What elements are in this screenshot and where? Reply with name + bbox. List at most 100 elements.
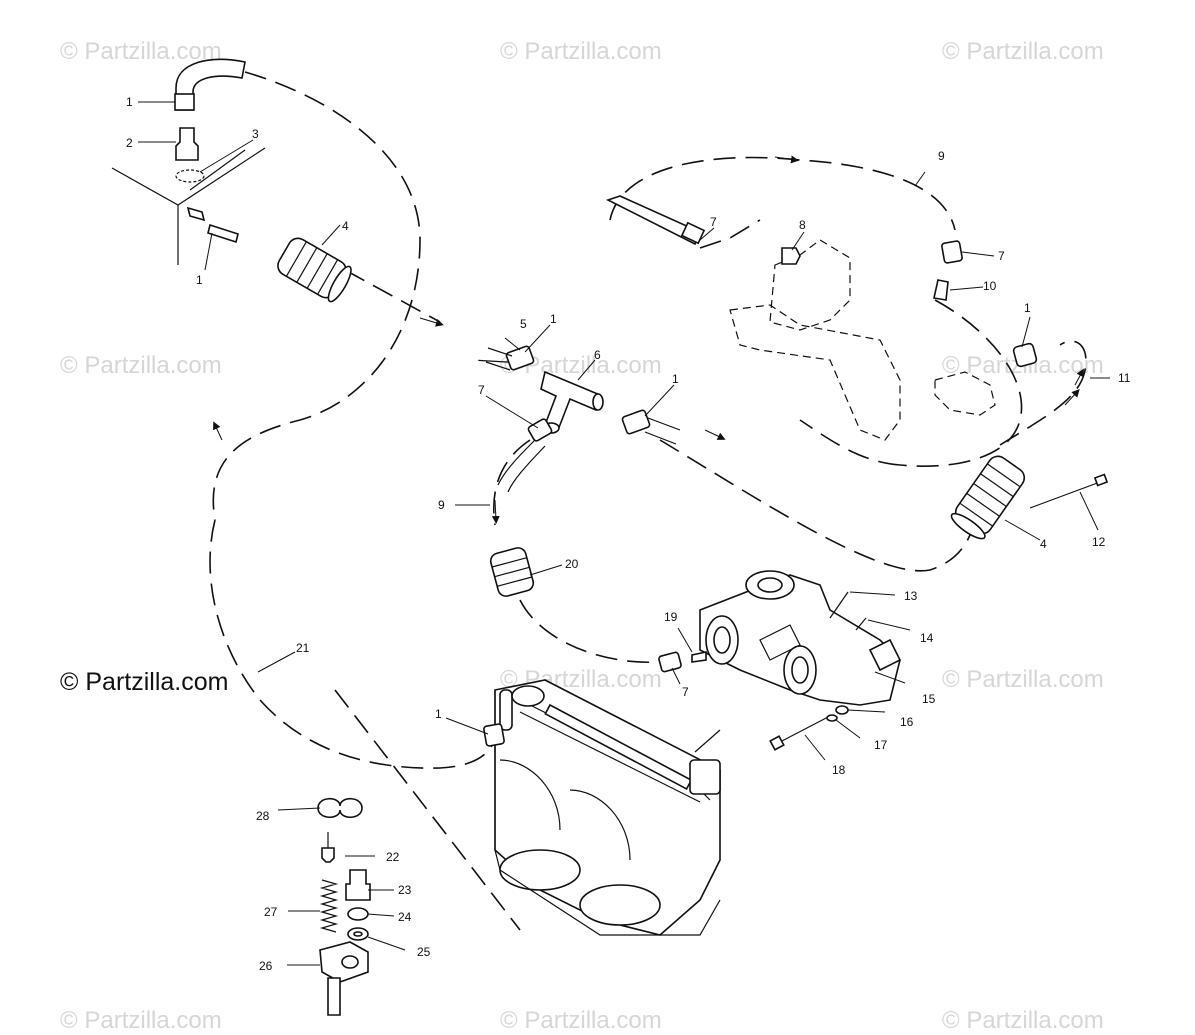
hose-route-manifold-loop: [899, 299, 1023, 467]
washer-25-hole: [353, 931, 363, 937]
callout-21: 21: [296, 641, 310, 655]
tank-outline: [111, 147, 266, 265]
gasket-28: [317, 797, 363, 819]
cylinder-block: [494, 679, 721, 936]
main-watermark: © Partzilla.com: [60, 668, 229, 696]
flow-arrow: [213, 421, 223, 441]
hose-clamp: [527, 418, 553, 442]
callout-22: 22: [386, 850, 400, 864]
bellows-hose: [277, 237, 352, 303]
hose-route-to-4-right: [659, 439, 976, 572]
watermark: © Partzilla.com: [500, 38, 662, 65]
callout-26: 26: [259, 959, 273, 973]
washer-24: [347, 907, 369, 921]
callout-5: 5: [520, 317, 527, 331]
hose-clamp: [174, 93, 195, 111]
screw-14: [855, 617, 867, 631]
hose-clamp: [483, 723, 505, 747]
gasket: [175, 169, 205, 183]
hose-elbow: [175, 58, 246, 111]
hose-route-28: [334, 689, 521, 931]
hose-segment: [497, 439, 546, 493]
hose-route-9-top: [609, 156, 956, 231]
pipe-stub: [186, 206, 206, 222]
housing-26-tube: [327, 977, 341, 1016]
hose-clamp: [621, 409, 651, 435]
flow-arrow: [704, 429, 726, 440]
exhaust-manifold: [699, 570, 902, 706]
bolt-head: [769, 735, 785, 751]
fitting-8: [781, 247, 801, 265]
flow-arrow: [419, 317, 444, 327]
callout-2: 2: [126, 136, 133, 150]
hose-route-4-to-tee: [344, 269, 441, 323]
lock-washer-17: [826, 714, 838, 722]
tank-fitting-guide: [189, 149, 246, 191]
callout-15: 15: [922, 692, 936, 706]
callout-24: 24: [398, 910, 412, 924]
manifold-outline: [769, 239, 851, 331]
callout-3: 3: [252, 127, 259, 141]
callout-labels: 1 2 3 1 4 5 1 6 7 1 9 20 21 1 9 7 8 7 10…: [126, 95, 1131, 973]
hose-segment: [644, 417, 681, 445]
hose-route-9-to-20: [519, 599, 661, 664]
callout-9: 9: [938, 149, 945, 163]
callout-4: 4: [342, 219, 349, 233]
callout-19: 19: [664, 610, 678, 624]
callout-1: 1: [672, 372, 679, 386]
housing-26-port: [341, 955, 359, 969]
sensor-22: [321, 847, 335, 863]
watermark: © Partzilla.com: [60, 38, 222, 65]
hose-route-manifold: [699, 219, 761, 249]
flow-arrow: [1074, 368, 1084, 386]
bellows-hose-right: [950, 455, 1026, 540]
cable-tie: [1029, 481, 1101, 509]
hose-segment: [485, 347, 513, 371]
callout-17: 17: [874, 738, 888, 752]
callout-14: 14: [920, 631, 934, 645]
manifold-outline: [934, 371, 996, 416]
callout-1: 1: [126, 95, 133, 109]
callout-13: 13: [904, 589, 918, 603]
guide-line: [694, 729, 721, 753]
hose-clamp: [680, 221, 706, 245]
callout-12: 12: [1092, 535, 1106, 549]
bolt-18: [779, 715, 831, 743]
hose-clamp: [478, 345, 535, 371]
callout-18: 18: [832, 763, 846, 777]
hose-route-21: [209, 519, 498, 769]
callout-27: 27: [264, 905, 278, 919]
fitting-10: [933, 279, 949, 301]
flow-arrow: [1064, 389, 1080, 406]
pipe-stub: [207, 223, 239, 244]
hose-route-right-loop: [999, 340, 1087, 446]
callout-9: 9: [438, 498, 445, 512]
hose-route-9-left: [492, 439, 531, 526]
callout-28: 28: [256, 809, 270, 823]
hose-clamp: [658, 651, 682, 673]
flow-arrow: [774, 155, 799, 164]
callout-8: 8: [799, 218, 806, 232]
callout-6: 6: [594, 348, 601, 362]
spring-27: [319, 879, 339, 933]
callout-7: 7: [710, 215, 717, 229]
callout-16: 16: [900, 715, 914, 729]
hose-route-19: [799, 419, 901, 466]
fitting-19: [691, 651, 707, 663]
callout-1: 1: [550, 312, 557, 326]
callout-11: 11: [1118, 371, 1131, 385]
manifold-outline: [729, 304, 901, 441]
bolt-13: [829, 591, 849, 619]
watermark: © Partzilla.com: [942, 38, 1104, 65]
callout-7: 7: [478, 383, 485, 397]
hose-clamp: [1012, 342, 1038, 368]
callout-7: 7: [998, 249, 1005, 263]
callout-1: 1: [435, 707, 442, 721]
callout-1: 1: [1024, 301, 1031, 315]
cable-tie-head: [1093, 473, 1109, 487]
hose-route-top-loop: [212, 71, 421, 521]
fitting: [175, 127, 199, 161]
callout-23: 23: [398, 883, 412, 897]
callout-10: 10: [983, 279, 997, 293]
